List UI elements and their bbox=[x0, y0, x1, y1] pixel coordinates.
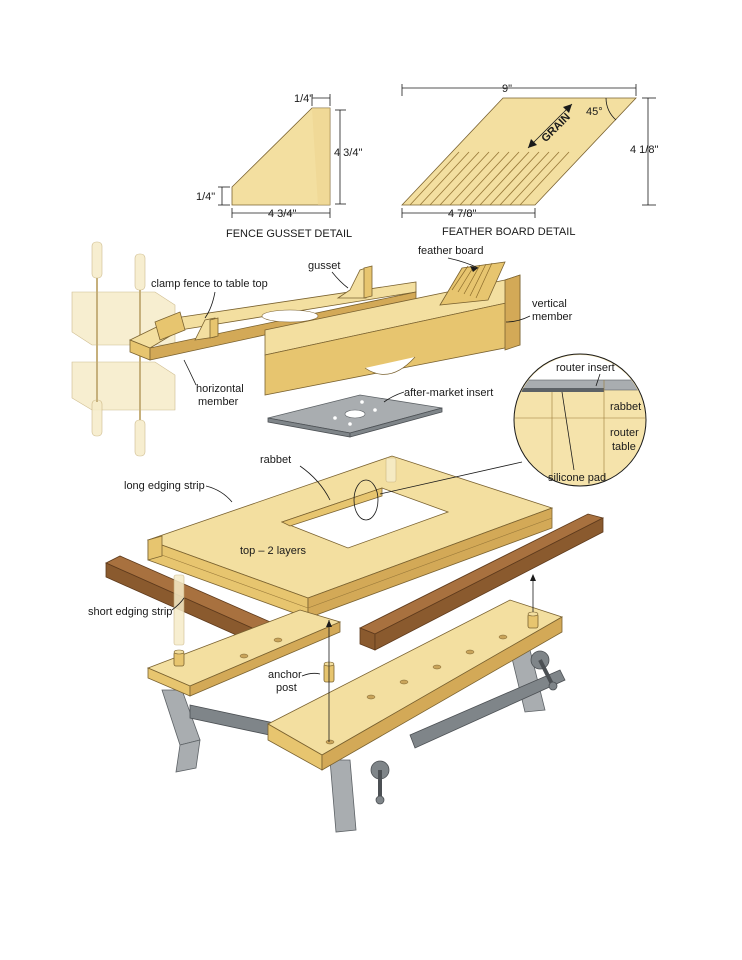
label-long-edging-strip: long edging strip bbox=[124, 480, 205, 492]
table-top bbox=[146, 455, 554, 619]
crank-handle-front bbox=[370, 760, 390, 805]
gusset-caption: FENCE GUSSET DETAIL bbox=[226, 228, 352, 240]
after-market-insert-plate bbox=[267, 394, 443, 438]
label-top-layers: top – 2 layers bbox=[240, 545, 307, 557]
gusset-shading bbox=[312, 108, 330, 205]
label-feather-board: feather board bbox=[418, 245, 483, 257]
feather-board-kerfs bbox=[409, 151, 570, 206]
label-anchor-post-1: anchor bbox=[268, 669, 302, 681]
label-gusset: gusset bbox=[308, 260, 340, 272]
anchor-posts bbox=[173, 457, 539, 742]
feather-caption: FEATHER BOARD DETAIL bbox=[442, 226, 575, 238]
fence-gusset-detail: 1/4" 4 3/4" 1/4" 4 3/4" FENCE GUSSET DET… bbox=[196, 93, 362, 240]
inset-silicone-pad: silicone pad bbox=[548, 472, 606, 484]
label-anchor-post-2: post bbox=[276, 682, 297, 694]
gusset-dim-side: 4 3/4" bbox=[334, 147, 362, 159]
label-vertical-member-2: member bbox=[532, 311, 573, 323]
gusset-dim-bottom: 4 3/4" bbox=[268, 208, 296, 220]
workbench-base bbox=[146, 599, 566, 833]
feather-board-shape bbox=[401, 97, 637, 206]
gusset-dim-left: 1/4" bbox=[196, 191, 215, 203]
feather-dim-bottom: 4 7/8" bbox=[448, 208, 476, 220]
feather-board-3d bbox=[439, 261, 506, 306]
label-horizontal-member-2: member bbox=[198, 396, 239, 408]
inset-router-insert: router insert bbox=[556, 362, 615, 374]
clamps bbox=[71, 241, 176, 457]
fence-gussets bbox=[194, 265, 373, 341]
inset-router-table-1: router bbox=[610, 427, 639, 439]
label-horizontal-member-1: horizontal bbox=[196, 383, 244, 395]
angle-label: 45° bbox=[586, 106, 603, 118]
label-clamp-fence: clamp fence to table top bbox=[151, 278, 268, 290]
label-vertical-member-1: vertical bbox=[532, 298, 567, 310]
feather-board-detail: GRAIN 45° 9" 4 1/8" 4 7/8" FEATHER BOARD… bbox=[401, 83, 658, 238]
label-after-market-insert: after-market insert bbox=[404, 387, 493, 399]
label-short-edging-strip: short edging strip bbox=[88, 606, 172, 618]
crank-handle-right bbox=[530, 650, 558, 691]
label-rabbet: rabbet bbox=[260, 454, 291, 466]
feather-dim-side: 4 1/8" bbox=[630, 144, 658, 156]
long-edging-strip bbox=[359, 513, 605, 651]
labels: feather board gusset clamp fence to tabl… bbox=[88, 245, 573, 694]
gusset-dim-top: 1/4" bbox=[294, 93, 313, 105]
inset-router-table-2: table bbox=[612, 441, 636, 453]
feather-dim-top: 9" bbox=[502, 83, 512, 95]
inset-rabbet: rabbet bbox=[610, 401, 641, 413]
